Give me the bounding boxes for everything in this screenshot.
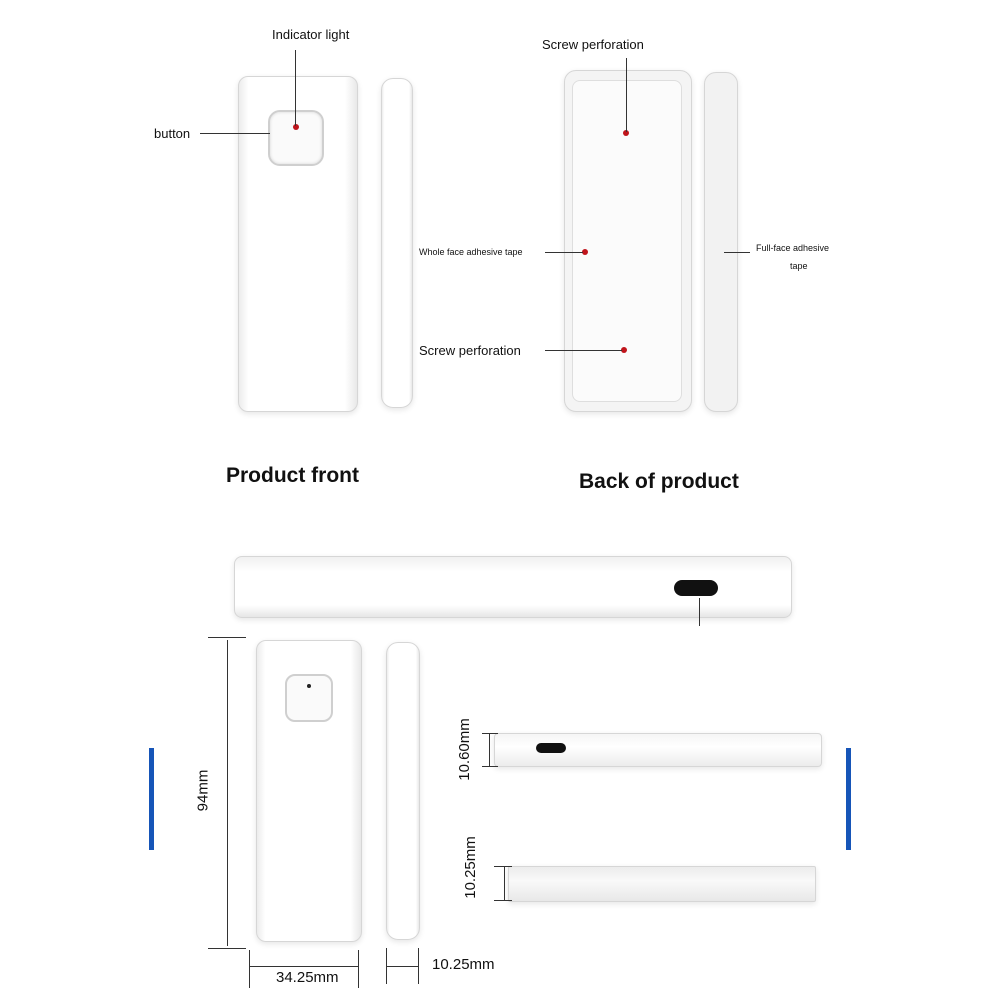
screw-perforation-bottom-label: Screw perforation <box>419 343 521 358</box>
back-of-product-caption: Back of product <box>579 470 739 493</box>
side-height-label: 10.60mm <box>455 718 473 781</box>
depth-dimension-label: 10.25mm <box>432 956 495 973</box>
full-face-tape-label-1: Full-face adhesive <box>756 243 830 253</box>
width-dimension-label: 34.25mm <box>276 969 339 986</box>
side-height-2-bottom-tick <box>494 900 512 901</box>
usb-port-leader <box>699 598 700 626</box>
sensor-button-small <box>285 674 333 722</box>
sensor-back-side-view <box>704 72 738 412</box>
screw-perforation-bottom-leader <box>545 350 622 351</box>
sensor-side-dimension-view <box>386 642 420 940</box>
width-dimension-left-tick <box>249 950 250 988</box>
usb-port-small <box>536 743 566 753</box>
depth-dimension-left-tick <box>386 948 387 984</box>
sensor-bottom-edge <box>508 866 816 902</box>
sensor-button <box>268 110 324 166</box>
height-dimension-bottom-tick <box>208 948 246 949</box>
button-label: button <box>154 126 191 141</box>
indicator-light-label: Indicator light <box>272 27 350 42</box>
side-height-2-label: 10.25mm <box>461 836 479 899</box>
indicator-light-small <box>307 684 311 688</box>
side-height-2-top-tick <box>494 866 512 867</box>
side-height-2-line <box>504 866 505 901</box>
side-height-bottom-tick <box>482 766 498 767</box>
usb-port <box>674 580 718 596</box>
full-face-tape-label-2: tape <box>790 261 808 271</box>
height-dimension-line <box>227 640 228 946</box>
width-dimension-line <box>250 966 358 967</box>
whole-face-tape-leader <box>545 252 583 253</box>
screw-perforation-top-label: Screw perforation <box>542 37 644 52</box>
product-front-caption: Product front <box>226 464 359 487</box>
indicator-light-leader <box>295 50 296 126</box>
whole-face-tape-label: Whole face adhesive tape <box>419 247 523 257</box>
sensor-side-view <box>381 78 413 408</box>
accent-bar-left <box>149 748 154 850</box>
height-dimension-label: 94mm <box>194 769 212 812</box>
screw-perforation-top-leader <box>626 58 627 132</box>
side-height-line <box>489 733 490 767</box>
button-leader <box>200 133 270 134</box>
height-dimension-top-tick <box>208 637 246 638</box>
sensor-edge-with-port <box>494 733 822 767</box>
width-dimension-right-tick <box>358 950 359 988</box>
indicator-light-dot <box>293 124 299 130</box>
full-face-tape-leader <box>724 252 750 253</box>
whole-face-tape-dot <box>582 249 588 255</box>
depth-dimension-right-tick <box>418 948 419 984</box>
adhesive-tape-area <box>572 80 682 402</box>
screw-perforation-bottom-dot <box>621 347 627 353</box>
depth-dimension-line <box>387 966 418 967</box>
screw-perforation-top-dot <box>623 130 629 136</box>
side-height-top-tick <box>482 733 498 734</box>
accent-bar-right <box>846 748 851 850</box>
